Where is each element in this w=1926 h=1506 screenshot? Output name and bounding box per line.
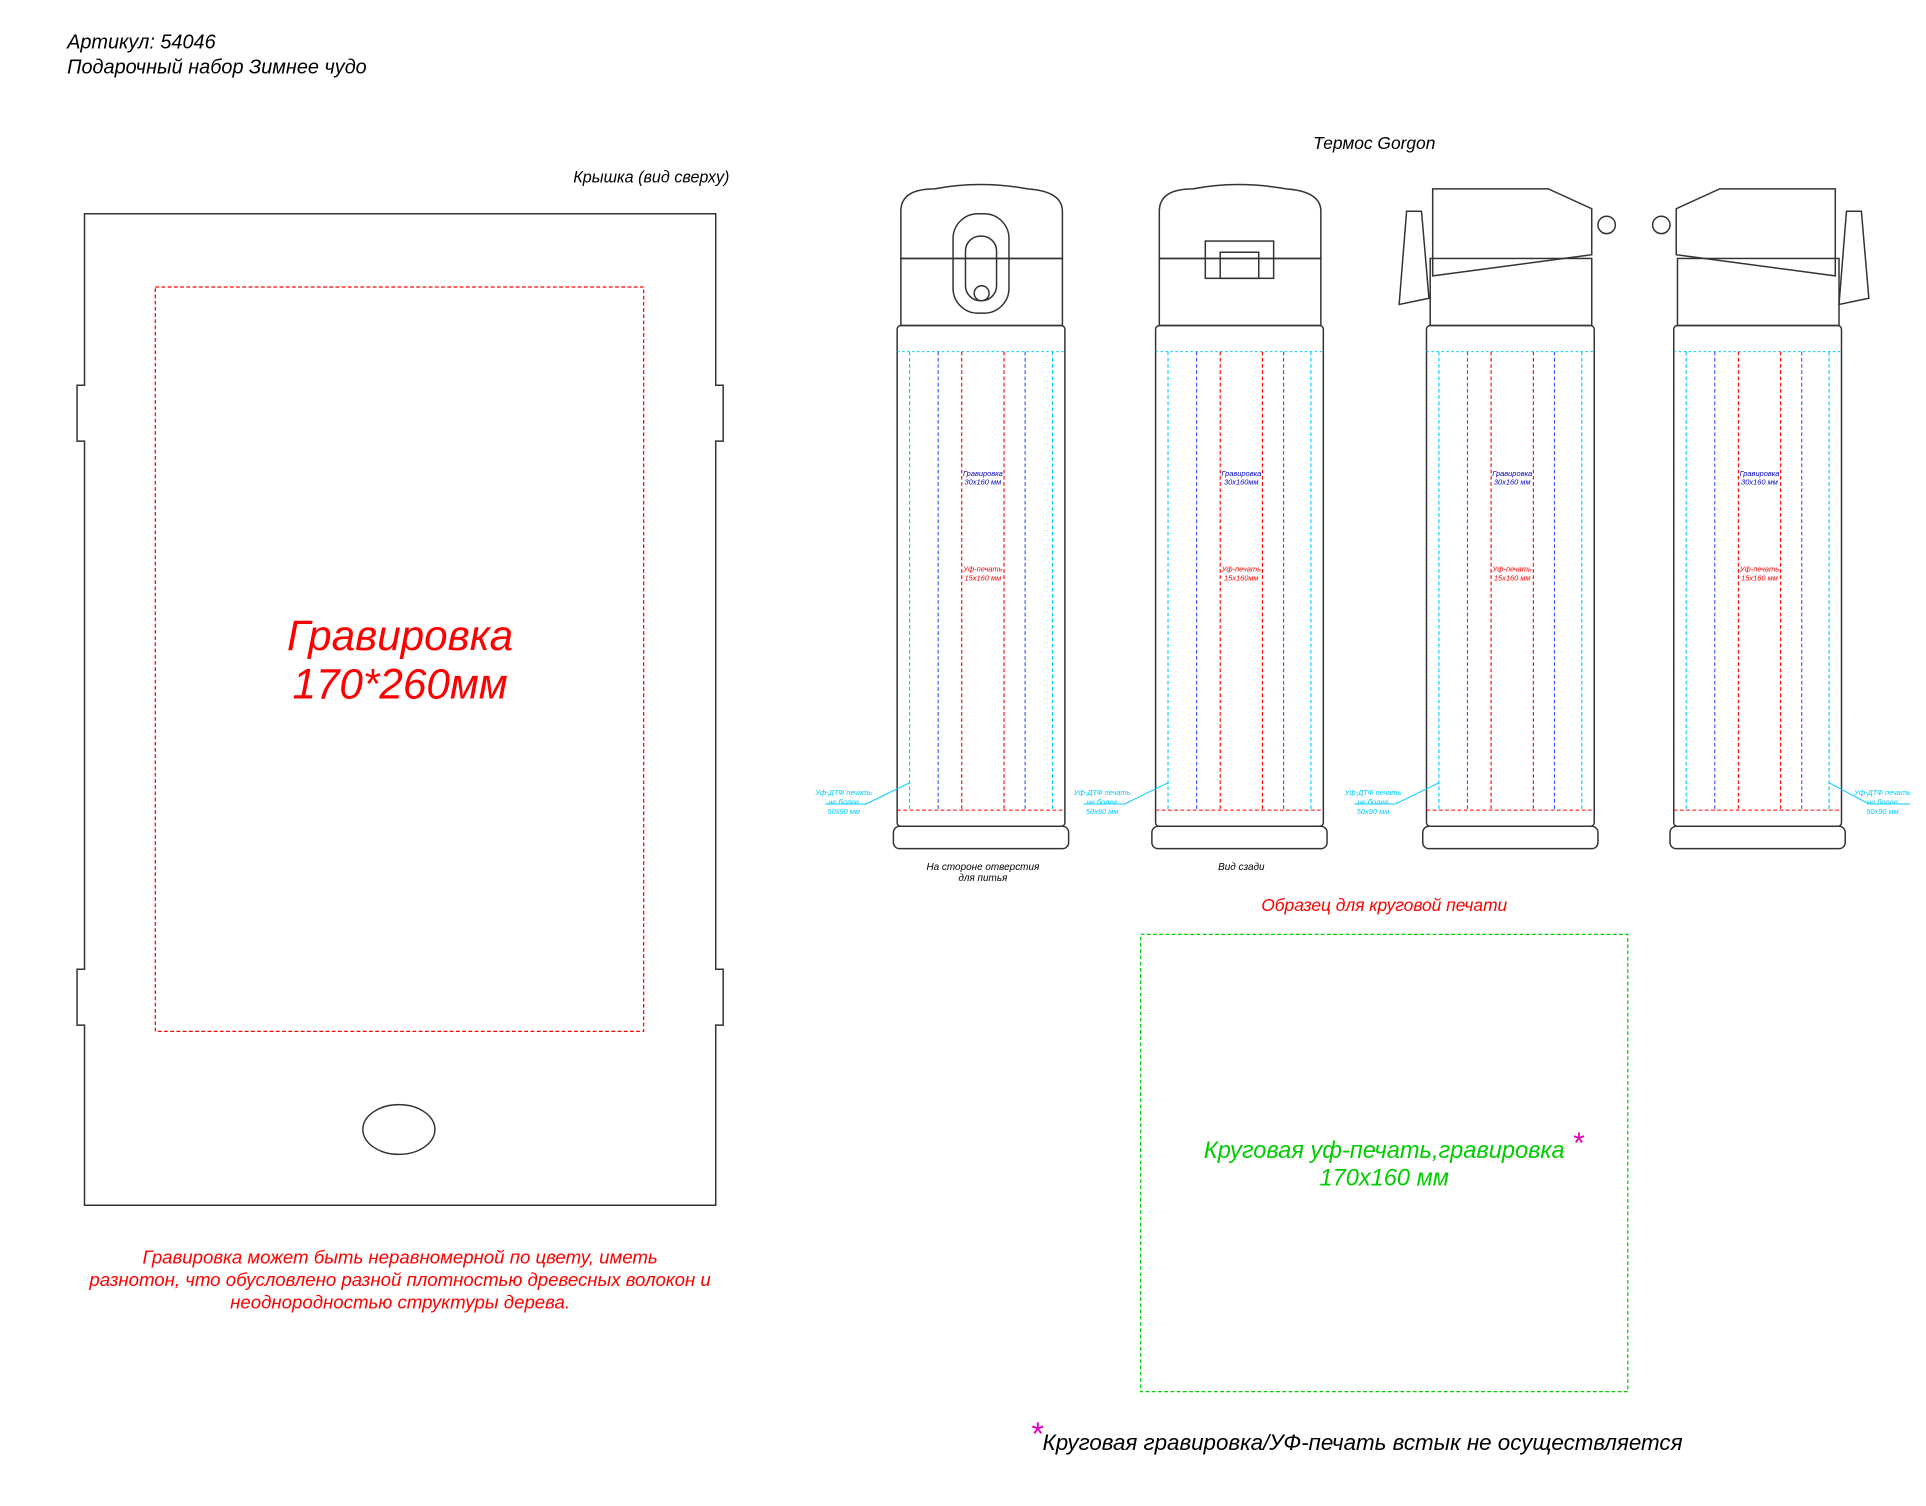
product-name: Подарочный набор Зимнее чудо [67, 56, 367, 78]
thermos-uv2-label: 15x160 мм [1494, 573, 1531, 582]
thermos-neck [900, 257, 1064, 327]
dtf-callout-line: не более [828, 798, 859, 807]
wrap-label: Круговая уф-печать,гравировка [1204, 1138, 1565, 1164]
dtf-callout-line: 50x90 мм [1866, 807, 1899, 816]
wrap-size: 170x160 мм [1320, 1165, 1449, 1191]
dtf-callout-line: Уф-ДТФ печать [1853, 788, 1911, 797]
thermos-engr2-label: 30x160 мм [965, 478, 1002, 487]
article-number: Артикул: 54046 [66, 31, 216, 53]
thermos-engr1-label: Гравировка [1492, 469, 1532, 478]
thermos-uv1-label: Уф-печать [1492, 565, 1532, 574]
thermos-caption: Вид сзади [1218, 862, 1265, 873]
dtf-callout-line: 50x90 мм [827, 807, 860, 816]
thermos-uv1-label: Уф-печать [962, 565, 1002, 574]
lid-engraving-area [154, 286, 645, 1032]
dtf-callout-line: не более [1867, 798, 1898, 807]
drink-latch-inner [964, 235, 998, 302]
thermos-uv2-label: 15x160 мм [965, 573, 1002, 582]
thermos-base [892, 825, 1070, 850]
thermos-neck [1158, 257, 1322, 327]
lid-title: Крышка (вид сверху) [573, 169, 729, 187]
lid-hole [362, 1103, 436, 1156]
thermos-uv1-label: Уф-печать [1739, 565, 1779, 574]
dtf-callout-line: Уф-ДТФ печать [814, 788, 872, 797]
cap-loop [1651, 215, 1671, 235]
cap-latch [1398, 210, 1430, 306]
footnote-asterisk: * [1030, 1416, 1044, 1452]
thermos-engr2-label: 30x160 мм [1741, 478, 1778, 487]
thermos-uv2-label: 15x160мм [1224, 573, 1259, 582]
thermos-uv2-label: 15x160 мм [1741, 573, 1778, 582]
lid-engraving-size: 170*260мм [292, 660, 507, 707]
dtf-callout-line: не более [1087, 798, 1118, 807]
thermos-base [1669, 825, 1846, 850]
cap-loop [1597, 215, 1617, 235]
thermos-base [1422, 825, 1599, 850]
wrap-asterisk: * [1572, 1127, 1585, 1160]
thermos-uv1-label: Уф-печать [1221, 565, 1261, 574]
dtf-callout-line: не более [1358, 798, 1389, 807]
hinge-inner [1219, 251, 1260, 280]
thermos-engr1-label: Гравировка [1221, 469, 1261, 478]
thermos-cap [900, 183, 1064, 260]
lid-note-3: неоднородностью структуры дерева. [230, 1291, 570, 1312]
thermos-neck [1429, 257, 1593, 327]
thermos-cap [1158, 183, 1322, 260]
wrap-print-area [1140, 933, 1629, 1393]
latch-pin [973, 285, 990, 302]
thermos-base [1151, 825, 1328, 850]
hinge [1204, 240, 1275, 280]
dtf-callout-line: Уф-ДТФ печать [1073, 788, 1131, 797]
dtf-callout-line: Уф-ДТФ печать [1344, 788, 1402, 797]
thermos-engr1-label: Гравировка [1740, 469, 1780, 478]
thermos-caption-2: для питья [958, 873, 1008, 884]
thermos-cap [1431, 188, 1593, 277]
thermos-engr1-label: Гравировка [963, 469, 1003, 478]
dtf-callout-line: 50x90 мм [1086, 807, 1119, 816]
thermos-caption: На стороне отверстия [926, 862, 1040, 873]
thermos-cap [1675, 188, 1837, 277]
thermos-engr2-label: 30x160мм [1224, 478, 1259, 487]
wrap-title: Образец для круговой печати [1261, 895, 1507, 915]
cap-latch [1838, 210, 1870, 306]
lid-outline [76, 212, 724, 1207]
lid-note-1: Гравировка может быть неравномерной по ц… [143, 1247, 658, 1268]
drink-latch [952, 212, 1010, 314]
lid-note-2: разнотон, что обусловлено разной плотнос… [88, 1269, 710, 1290]
thermos-title: Термос Gorgon [1313, 133, 1435, 153]
dtf-callout-line: 50x90 мм [1357, 807, 1390, 816]
lid-engraving-label: Гравировка [287, 612, 513, 659]
footnote-text: Круговая гравировка/УФ-печать встык не о… [1043, 1430, 1683, 1455]
thermos-engr2-label: 30x160 мм [1494, 478, 1531, 487]
thermos-neck [1676, 257, 1840, 327]
